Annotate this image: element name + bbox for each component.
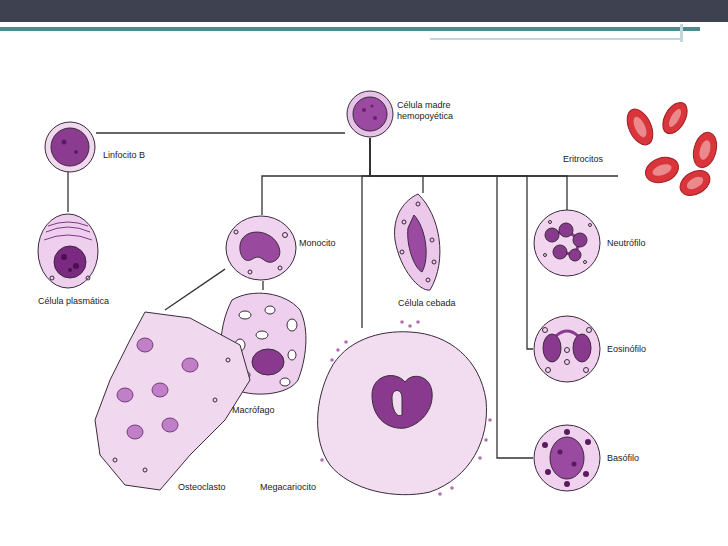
cell-node: Célula cebada (392, 193, 444, 291)
megakaryocyte (318, 320, 492, 496)
connector-line (370, 138, 533, 349)
stem-cell (347, 91, 393, 137)
connector-line (262, 281, 263, 290)
connector-line (370, 138, 423, 193)
header-rule (0, 27, 700, 31)
mast-cell (395, 194, 440, 290)
plasma-cell (38, 214, 98, 288)
cell-node: Basófilo (533, 425, 601, 491)
cell-label: Neutrófilo (607, 238, 646, 249)
header-bar (0, 0, 728, 22)
connector-line (362, 138, 370, 328)
basophil (534, 425, 600, 491)
cell-node: Eosinófilo (533, 316, 601, 382)
cell-label: Osteoclasto (178, 482, 226, 493)
connector-line (370, 138, 618, 176)
connector-line (96, 132, 345, 133)
connector-line (262, 138, 370, 215)
connector-line (370, 138, 533, 458)
cell-label: Célula cebada (398, 298, 456, 309)
cell-node: Neutrófilo (533, 210, 601, 276)
neutrophil (534, 210, 600, 276)
cell-node: Célula plasmática (36, 212, 100, 290)
cell-label: Eosinófilo (607, 344, 646, 355)
cell-node: Linfocito B (44, 122, 96, 172)
header-rule (430, 38, 680, 40)
cell-label: Macrófago (232, 405, 275, 416)
cell-label: Célula madre hemopoyética (397, 100, 469, 122)
cell-label: Monocito (299, 238, 336, 249)
cell-node: Macrófago (220, 290, 306, 396)
connector-line (165, 269, 225, 310)
cell-label: Basófilo (607, 453, 639, 464)
cell-node: Eritrocitos (618, 105, 722, 197)
connector-line (67, 172, 68, 212)
cell-label: Megacariocito (260, 482, 316, 493)
cell-node: Célula madre hemopoyética (345, 90, 395, 138)
erythrocytes (622, 98, 720, 200)
cell-node: Monocito (225, 215, 297, 281)
cell-node: Megacariocito (313, 328, 489, 498)
eosinophil (534, 316, 600, 382)
cell-label: Eritrocitos (563, 154, 603, 165)
osteoclast (95, 312, 250, 490)
monocyte (226, 216, 296, 280)
cell-label: Célula plasmática (38, 296, 109, 307)
cell-label: Linfocito B (103, 150, 145, 161)
lymphocyte (45, 122, 95, 172)
cell-node: Osteoclasto (93, 310, 253, 492)
connector-line (370, 138, 567, 210)
header-rule (680, 24, 683, 42)
